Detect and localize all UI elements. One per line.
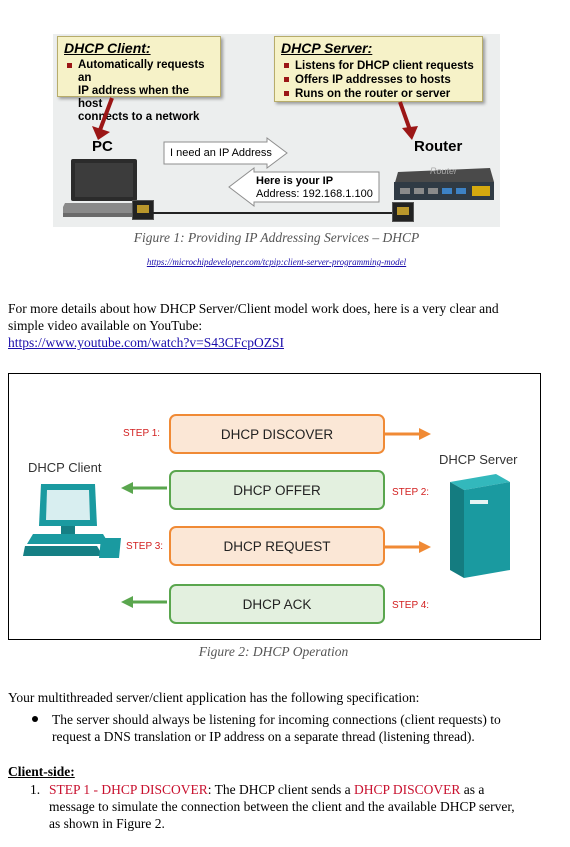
dhcp-offer-text: DHCP OFFER (233, 482, 321, 498)
bullet-dot-icon (32, 716, 38, 722)
server-callout-item: Runs on the router or server (281, 87, 476, 101)
request-arrow-shape (163, 137, 288, 169)
step-2-label: STEP 2: (392, 487, 430, 498)
step-4-label: STEP 4: (392, 600, 430, 611)
intro-line-1: For more details about how DHCP Server/C… (8, 301, 499, 316)
client-pointer-arrow-icon (92, 97, 114, 140)
step-1-line-2: message to simulate the connection betwe… (49, 799, 515, 814)
pc-label: PC (92, 138, 113, 155)
client-side-heading: Client-side: (8, 764, 75, 779)
step-1-title: STEP 1 - DHCP DISCOVER (49, 782, 208, 797)
step-1-label: STEP 1: (123, 428, 161, 439)
step-3-label: STEP 3: (126, 541, 164, 552)
desktop-computer-icon (23, 484, 121, 558)
router-port-icon (392, 202, 414, 222)
dhcp-server-callout: DHCP Server: Listens for DHCP client req… (274, 36, 483, 102)
client-callout-line-1: Automatically requests an (78, 59, 205, 84)
client-callout-line-2: IP address when the host (78, 85, 189, 110)
figure2-panel: DHCP Client DHCP Server STEP 1: DHCP DIS… (8, 373, 541, 640)
dhcp-server-callout-title: DHCP Server: (281, 40, 373, 56)
client-side-step-1: 1. STEP 1 - DHCP DISCOVER: The DHCP clie… (8, 781, 563, 832)
figure1-caption: Figure 1: Providing IP Addressing Servic… (133, 230, 420, 245)
request-message: I need an IP Address (170, 147, 272, 159)
dhcp-discover-text: DHCP DISCOVER (220, 426, 334, 442)
arrow-left-icon (121, 482, 167, 494)
server-callout-item: Listens for DHCP client requests (281, 59, 476, 73)
dhcp-ack-text: DHCP ACK (242, 596, 312, 612)
client-callout-line-3: connects to a network (78, 111, 200, 123)
step-1-text-a: : The DHCP client sends a (207, 782, 355, 797)
intro-paragraph: For more details about how DHCP Server/C… (8, 300, 563, 351)
dhcp-discover-box: DHCP DISCOVER (169, 414, 385, 454)
figure1-source-link[interactable]: https://microchipdeveloper.com/tcpip:cli… (146, 257, 407, 267)
spec-bullet-line-2: request a DNS translation or IP address … (52, 729, 475, 744)
router-device-text: Router (430, 166, 458, 176)
dhcp-request-text: DHCP REQUEST (223, 538, 331, 554)
laptop-icon (63, 159, 153, 217)
step-1-line-3: as shown in Figure 2. (49, 816, 165, 831)
youtube-video-link[interactable]: https://www.youtube.com/watch?v=S43CFcpO… (8, 335, 284, 350)
reply-message-address: Address: 192.168.1.100 (256, 188, 373, 200)
arrow-left-icon (121, 596, 167, 608)
step-1-inline-keyword: DHCP DISCOVER (354, 782, 461, 797)
bullet-icon (67, 63, 72, 68)
arrow-right-icon (385, 428, 431, 440)
pc-port-icon (132, 200, 154, 220)
list-number: 1. (30, 782, 41, 797)
dhcp-client-callout: DHCP Client: Automatically requests an I… (57, 36, 221, 123)
server-callout-item: Offers IP addresses to hosts (281, 73, 476, 87)
arrow-right-icon (385, 541, 431, 553)
server-pointer-arrow-icon (398, 101, 418, 140)
server-tower-icon (450, 474, 510, 578)
intro-line-2: simple video available on YouTube: (8, 318, 203, 333)
reply-arrow-shape (228, 167, 380, 207)
dhcp-ack-box: DHCP ACK (169, 584, 385, 624)
figure2-caption: Figure 2: DHCP Operation (198, 644, 349, 659)
spec-bullet-line-1: The server should always be listening fo… (52, 712, 501, 727)
reply-message-bold: Here is your IP (256, 175, 334, 187)
step-1-line-1: STEP 1 - DHCP DISCOVER: The DHCP client … (49, 781, 563, 798)
router-device-icon (394, 168, 494, 200)
dhcp-offer-box: DHCP OFFER (169, 470, 385, 510)
step-1-text-b: as a (460, 782, 485, 797)
network-cable (152, 212, 392, 214)
router-label: Router (414, 138, 463, 155)
spec-intro: Your multithreaded server/client applica… (8, 690, 420, 705)
dhcp-server-label: DHCP Server (439, 452, 518, 467)
dhcp-request-box: DHCP REQUEST (169, 526, 385, 566)
dhcp-client-callout-title: DHCP Client: (64, 40, 151, 56)
spec-bullet: The server should always be listening fo… (8, 711, 563, 745)
dhcp-client-label: DHCP Client (28, 460, 102, 475)
